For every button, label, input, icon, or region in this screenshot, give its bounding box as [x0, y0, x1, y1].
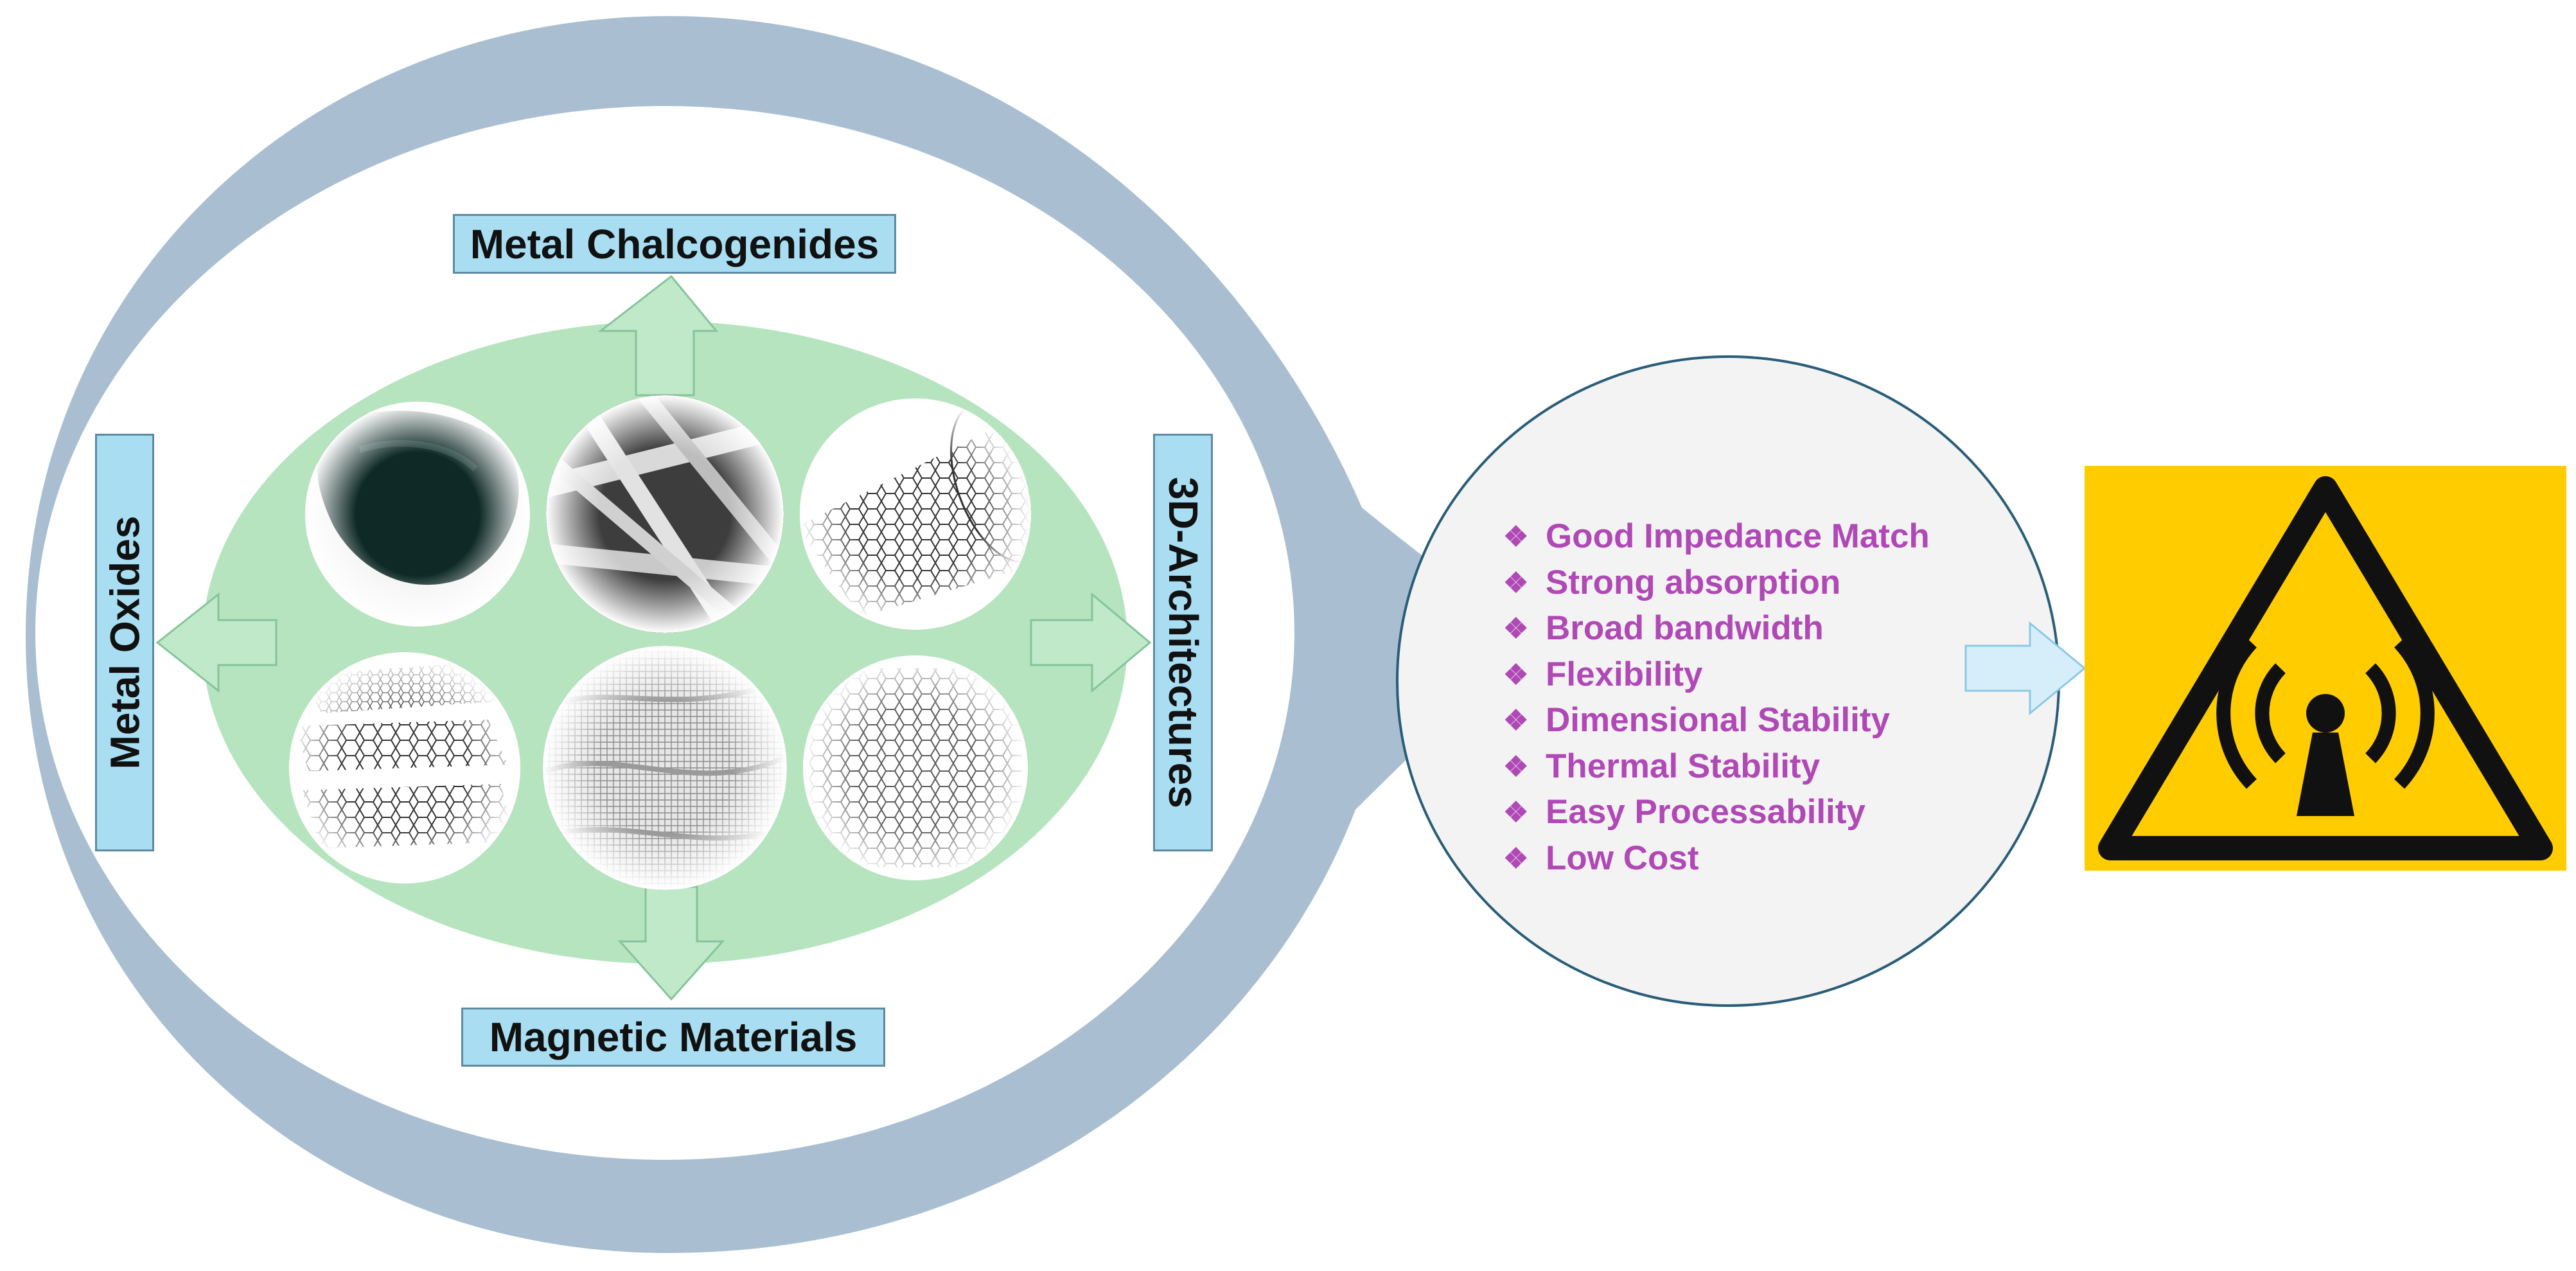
arrow-down [617, 885, 725, 1001]
arrow-right [1030, 592, 1152, 693]
diamond-bullet-icon: ❖ [1503, 521, 1529, 553]
arrow-left [155, 592, 278, 693]
label-text: Magnetic Materials [489, 1014, 858, 1060]
property-list: ❖ Good Impedance Match ❖ Strong absorption… [1503, 514, 2017, 882]
label-text: 3D-Architectures [1160, 477, 1206, 808]
property-text: Easy Processability [1546, 793, 1866, 831]
property-text: Strong absorption [1546, 563, 1841, 601]
label-metal-oxides: Metal Oxides [95, 434, 154, 851]
property-item: ❖ Good Impedance Match [1503, 514, 2017, 560]
property-text: Flexibility [1546, 655, 1703, 693]
radiation-warning-icon [2085, 466, 2566, 871]
diamond-bullet-icon: ❖ [1503, 567, 1529, 599]
property-item: ❖ Easy Processability [1503, 790, 2017, 836]
label-text: Metal Chalcogenides [470, 220, 879, 267]
property-item: ❖ Strong absorption [1503, 560, 2017, 607]
property-text: Broad bandwidth [1546, 609, 1824, 647]
property-item: ❖ Dimensional Stability [1503, 698, 2017, 744]
material-image-nanotube [800, 398, 1031, 630]
property-text: Low Cost [1546, 839, 1699, 877]
property-item: ❖ Thermal Stability [1503, 744, 2017, 790]
property-item: ❖ Broad bandwidth [1503, 606, 2017, 652]
material-image-carbon-fibers [546, 395, 784, 633]
property-item: ❖ Flexibility [1503, 652, 2017, 698]
property-text: Good Impedance Match [1546, 517, 1930, 555]
property-text: Thermal Stability [1546, 747, 1821, 785]
diamond-bullet-icon: ❖ [1503, 797, 1529, 828]
property-text: Dimensional Stability [1546, 701, 1891, 739]
material-image-graphene-layers [289, 652, 520, 884]
arrow-up [597, 274, 719, 396]
property-item: ❖ Low Cost [1503, 836, 2017, 882]
diamond-bullet-icon: ❖ [1503, 751, 1529, 783]
label-magnetic-materials: Magnetic Materials [461, 1008, 885, 1067]
label-text: Metal Oxides [101, 515, 148, 770]
arrow-to-sign [1964, 621, 2086, 716]
diamond-bullet-icon: ❖ [1503, 705, 1529, 736]
material-image-graphene-oxide [803, 655, 1028, 880]
diamond-bullet-icon: ❖ [1503, 842, 1529, 875]
label-metal-chalcogenides: Metal Chalcogenides [453, 214, 896, 274]
diamond-bullet-icon: ❖ [1503, 659, 1529, 691]
label-3d-architectures: 3D-Architectures [1153, 434, 1213, 851]
material-image-carbon-black [305, 402, 530, 627]
material-image-graphene-sheet [543, 646, 787, 890]
diamond-bullet-icon: ❖ [1503, 613, 1529, 644]
